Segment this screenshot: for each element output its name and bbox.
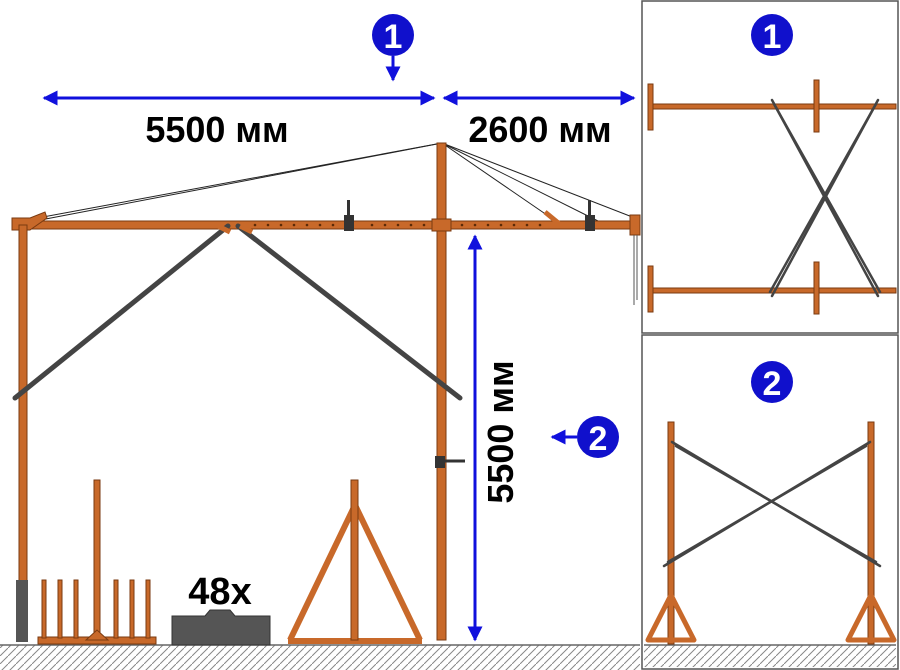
ballast-count: 48x <box>188 571 251 613</box>
left-leg-base <box>16 580 28 642</box>
guy-cables <box>15 142 641 225</box>
detail-panel-1: 1 <box>641 0 899 334</box>
counter-jib-brace <box>543 210 564 228</box>
jib-holes <box>253 223 542 227</box>
callout-1-number: 1 <box>384 18 403 56</box>
brace-ends <box>216 223 254 235</box>
jib-right-end <box>629 214 641 236</box>
leg-rack <box>37 479 157 645</box>
mast-joint <box>431 218 452 232</box>
jib-length-label: 5500 мм <box>145 109 288 150</box>
detail-leg-bases <box>645 592 897 643</box>
dimension-jib: 5500 мм <box>42 90 436 150</box>
detail-1-number: 1 <box>763 18 782 56</box>
callout-2: 2 <box>550 416 619 458</box>
mast <box>436 142 447 641</box>
main-elevation-view: 48x 5500 мм 2600 мм 5500 мм 1 <box>0 14 641 670</box>
dimension-counter-jib: 2600 мм <box>442 90 636 150</box>
callout-1: 1 <box>372 14 414 82</box>
callout-2-number: 2 <box>589 420 608 458</box>
mast-clamp <box>435 456 445 468</box>
jib-beam <box>11 220 641 230</box>
ballast-block <box>171 609 271 646</box>
left-leg <box>18 224 28 641</box>
height-label: 5500 мм <box>480 360 521 503</box>
counter-jib-length-label: 2600 мм <box>468 109 611 150</box>
detail-cross-braces <box>662 440 882 568</box>
a-frame-post <box>350 479 359 641</box>
a-frame-stand <box>287 503 423 644</box>
ground <box>0 645 640 670</box>
detail-legs <box>667 421 875 645</box>
detail-panel-2: 2 <box>641 334 899 670</box>
detail-2-number: 2 <box>763 365 782 403</box>
detail-panel-1-frame <box>641 0 899 334</box>
detail-ground <box>644 645 896 667</box>
jib-clamps <box>344 200 595 231</box>
diagonal-braces <box>12 223 463 401</box>
top-view-cross-braces <box>768 98 882 298</box>
dimension-height: 5500 мм <box>467 234 521 642</box>
